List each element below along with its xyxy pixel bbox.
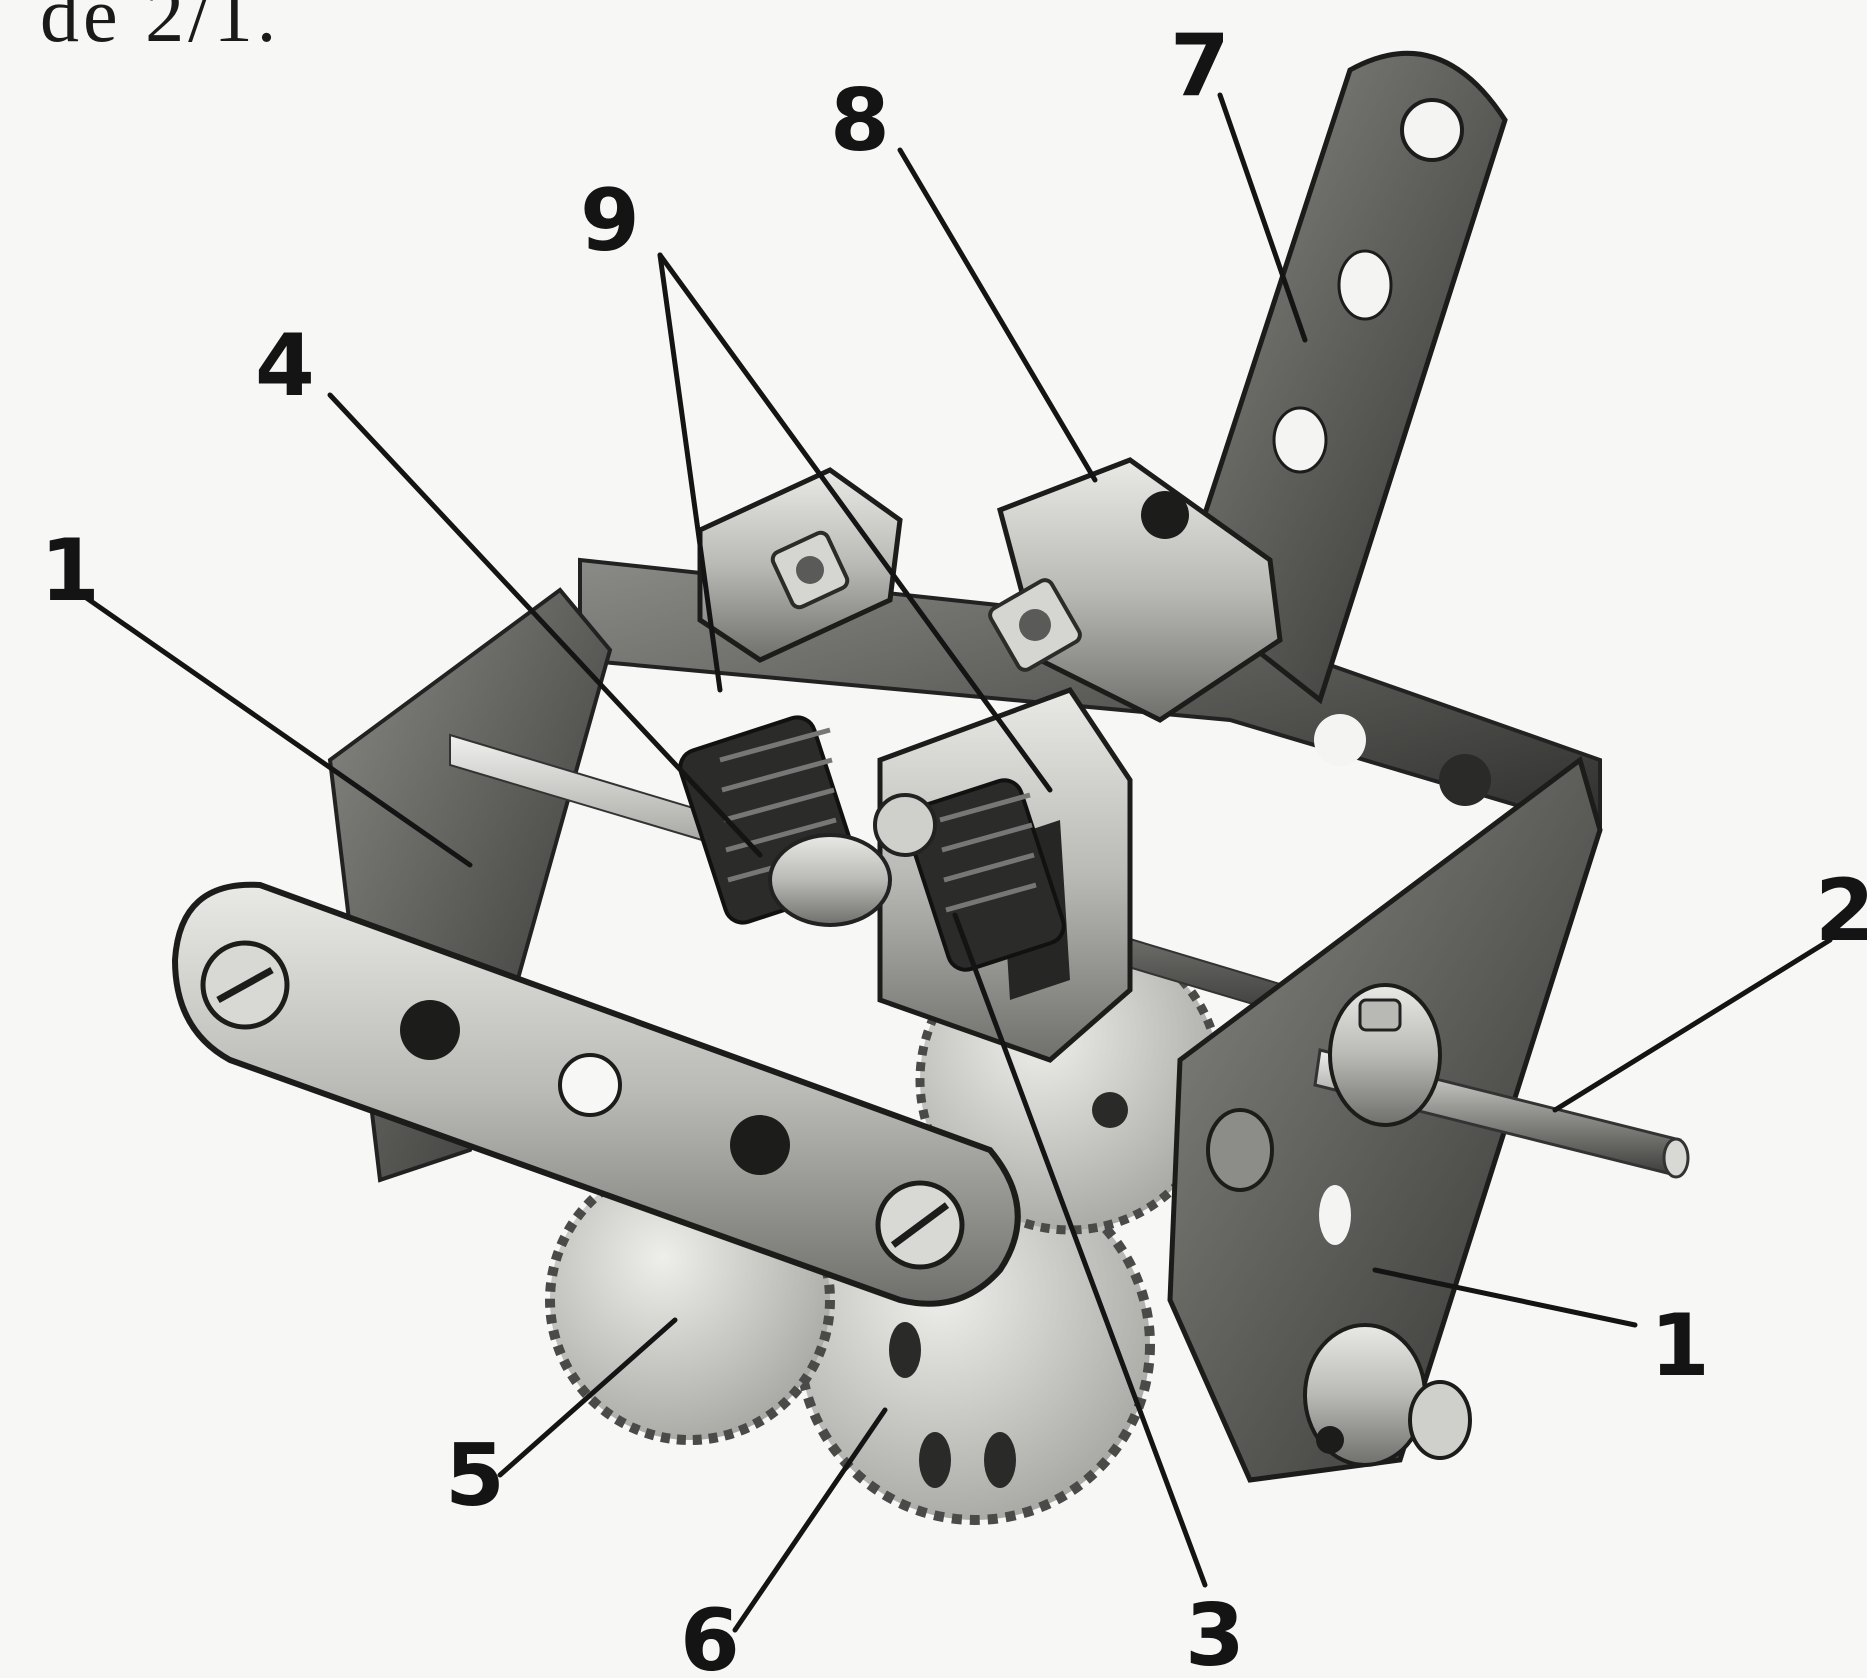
leader-line-9a	[657, 252, 723, 693]
leader-line-1-right	[1372, 1267, 1638, 1328]
callout-label-5: 5	[445, 1426, 505, 1526]
leader-line-7	[1217, 92, 1308, 343]
callout-labels: 7 8 9 4 1 2 1 5 6 3	[40, 16, 1867, 1678]
pinions-3-and-4	[678, 715, 1066, 972]
top-text-fragment: de 2/1.	[40, 0, 281, 58]
callout-label-9: 9	[580, 171, 640, 271]
leader-line-9b	[657, 252, 1053, 793]
double-bracket-8	[988, 457, 1283, 723]
leader-lines	[72, 92, 1833, 1633]
callout-label-1-right: 1	[1650, 1296, 1710, 1396]
strip-7	[1177, 50, 1508, 705]
callout-label-6: 6	[680, 1591, 740, 1678]
leader-line-3	[952, 912, 1208, 1588]
leader-line-4	[327, 392, 763, 858]
callout-label-4: 4	[255, 316, 315, 416]
callout-label-3: 3	[1185, 1586, 1245, 1678]
leader-line-8	[897, 147, 1098, 483]
lower-collar	[1303, 1323, 1472, 1467]
callout-label-7: 7	[1170, 16, 1230, 116]
leader-line-5	[497, 1317, 678, 1478]
front-frame-strip	[171, 881, 1021, 1307]
leader-line-2	[1552, 937, 1833, 1113]
callout-label-8: 8	[830, 71, 890, 171]
callout-label-2: 2	[1815, 861, 1867, 961]
leader-line-6	[732, 1407, 888, 1633]
leader-line-1-left	[72, 587, 473, 868]
axle-rod-2	[1313, 983, 1690, 1179]
callout-label-1-left: 1	[40, 521, 100, 621]
